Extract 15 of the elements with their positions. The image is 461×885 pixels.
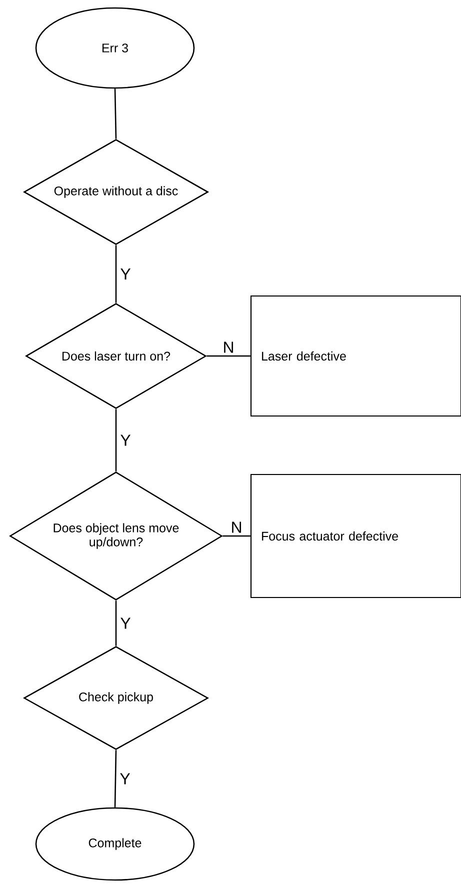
connector-line bbox=[115, 409, 117, 472]
edge-label: N bbox=[224, 342, 234, 353]
edge-label: Y bbox=[120, 268, 131, 280]
connector-line bbox=[114, 750, 117, 808]
edge-label: Y bbox=[120, 434, 131, 446]
edge-label: Y bbox=[120, 618, 131, 629]
edge-label: Y bbox=[120, 773, 130, 784]
connector-line bbox=[114, 88, 117, 139]
process-box: Laser defective bbox=[250, 295, 461, 417]
process-box: Focus actuator defective bbox=[250, 474, 461, 598]
connector-line bbox=[115, 245, 117, 303]
edge-label: N bbox=[232, 522, 242, 533]
connector-line bbox=[115, 600, 117, 646]
connector-line bbox=[222, 535, 250, 537]
connector-line bbox=[206, 355, 250, 357]
